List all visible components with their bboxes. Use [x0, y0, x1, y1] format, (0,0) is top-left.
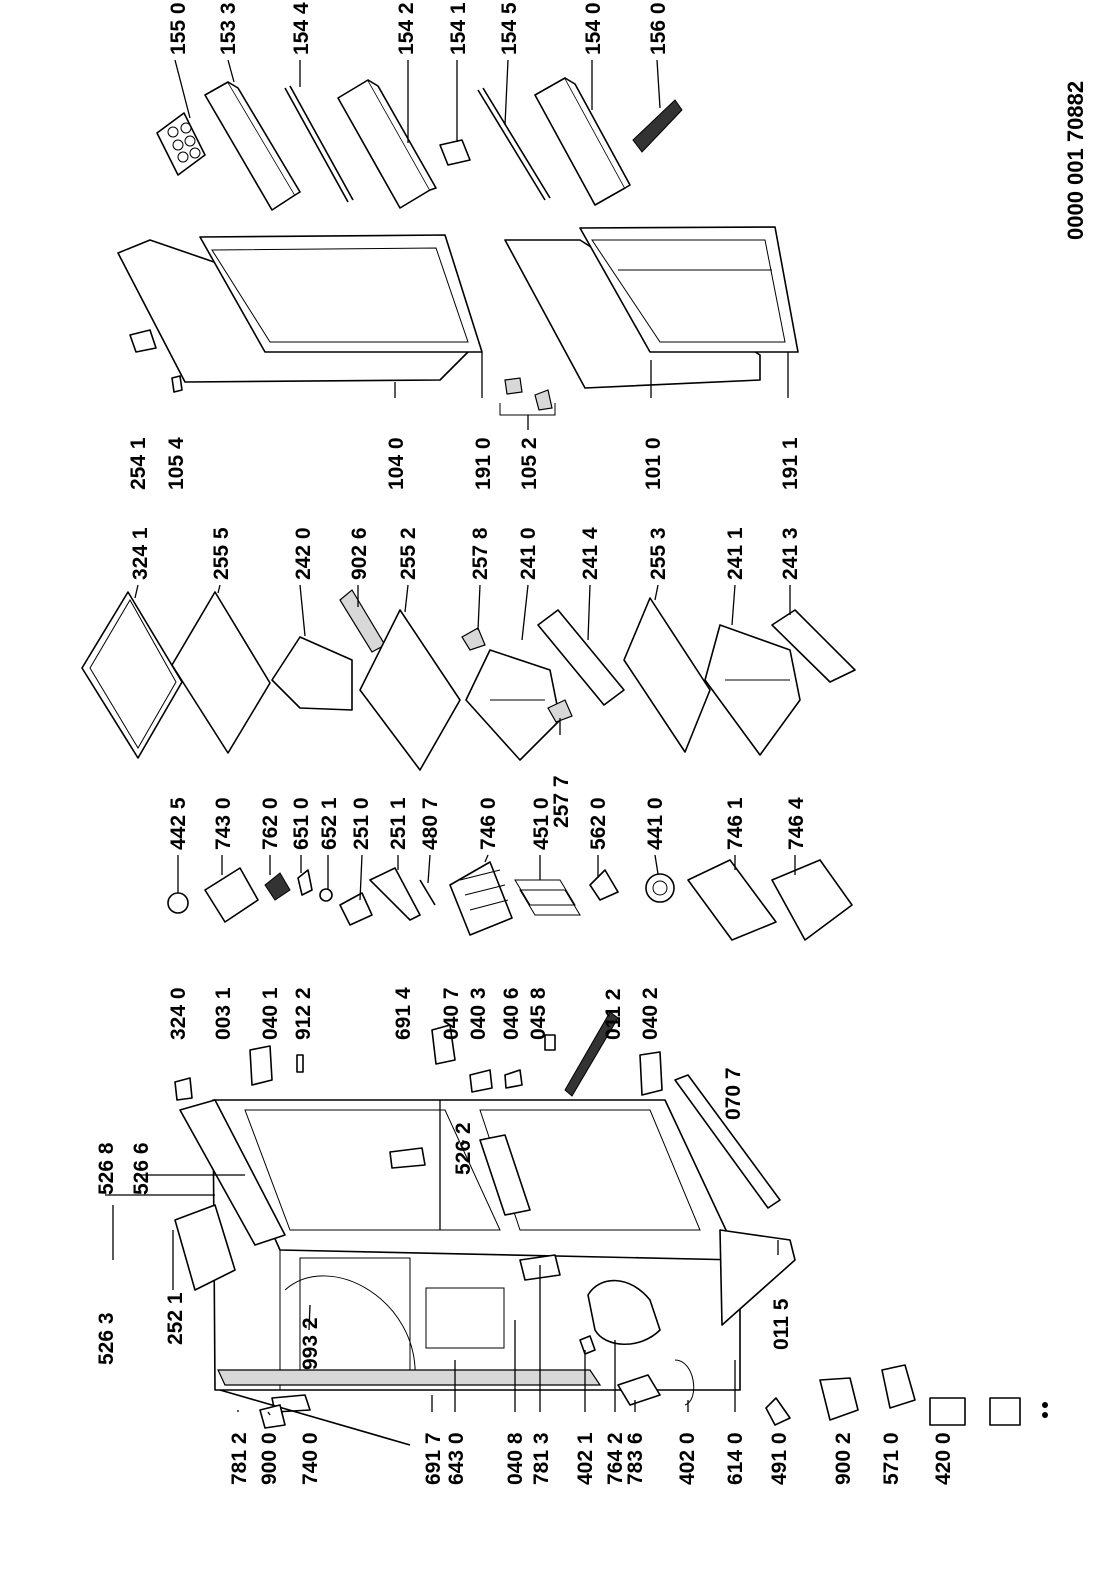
part-label: 070 7	[722, 1067, 745, 1120]
part-label: 104 0	[385, 437, 408, 490]
part-label: 526 6	[130, 1142, 153, 1195]
part-label: 191 1	[779, 437, 802, 490]
part-label: 526 3	[95, 1312, 118, 1365]
part-label: 491 0	[768, 1432, 791, 1485]
part-label: 746 0	[477, 797, 500, 850]
part-label: 740 0	[299, 1432, 322, 1485]
part-label: 101 0	[642, 437, 665, 490]
bottle-clip-part	[439, 60, 471, 166]
controls-group	[167, 854, 853, 941]
door-balcony-bottom-part	[534, 60, 631, 206]
part-label: 241 1	[724, 527, 747, 580]
part-label: 562 0	[587, 797, 610, 850]
part-label: 420 0	[932, 1432, 955, 1485]
part-label: 691 4	[392, 987, 415, 1040]
part-label: 155 0	[167, 2, 190, 55]
part-label: 255 2	[397, 527, 420, 580]
part-label: 040 3	[467, 987, 490, 1040]
part-label: 154 4	[290, 2, 313, 55]
part-label: 241 3	[779, 527, 802, 580]
part-label: 040 1	[259, 987, 282, 1040]
part-label: 643 0	[445, 1432, 468, 1485]
doors-group	[117, 226, 799, 430]
part-label: 040 6	[500, 987, 523, 1040]
part-label: 526 8	[95, 1142, 118, 1195]
part-label: 242 0	[292, 527, 315, 580]
part-label: 251 1	[387, 797, 410, 850]
part-label: 257 7	[550, 775, 573, 828]
door-balcony-middle-part	[337, 60, 437, 209]
part-label: 154 1	[447, 2, 470, 55]
shelves-drawers-group	[81, 584, 856, 771]
part-label: 441 0	[644, 797, 667, 850]
part-label: 156 0	[647, 2, 670, 55]
part-label: 153 3	[217, 2, 240, 55]
part-label: 614 0	[724, 1432, 747, 1485]
part-label: 402 1	[574, 1432, 597, 1485]
part-label: 900 0	[258, 1432, 281, 1485]
part-label: 442 5	[167, 797, 190, 850]
part-label: 251 0	[350, 797, 373, 850]
part-label: 191 0	[472, 437, 495, 490]
part-label: 781 2	[228, 1432, 251, 1485]
part-label: 402 0	[676, 1432, 699, 1485]
part-label: 011 2	[602, 989, 625, 1040]
part-label: 040 7	[440, 987, 463, 1040]
document-number: 0000 001 70882	[1063, 81, 1088, 240]
part-label: 045 8	[527, 987, 550, 1040]
part-label: 743 0	[212, 797, 235, 850]
part-label: 254 1	[127, 437, 150, 490]
part-label: 902 6	[348, 527, 371, 580]
ice-tray-part	[632, 59, 683, 153]
part-label: 571 0	[880, 1432, 903, 1485]
part-label: 105 4	[165, 437, 188, 490]
part-label: 651 0	[290, 797, 313, 850]
part-label: 480 7	[419, 797, 442, 850]
part-label: 746 4	[785, 797, 808, 850]
part-label: 912 2	[292, 987, 315, 1040]
part-label: 040 8	[504, 1432, 527, 1485]
part-label: 154 5	[498, 2, 521, 55]
part-label: 003 1	[212, 987, 235, 1040]
part-label: 241 4	[579, 527, 602, 580]
part-label: 451 0	[530, 797, 553, 850]
part-labels: 155 0 153 3 154 4 154 2 154 1 154 5 154 …	[95, 2, 955, 1485]
part-label: 324 1	[129, 527, 152, 580]
part-label: 105 2	[518, 437, 541, 490]
part-label: 746 1	[724, 797, 747, 850]
part-label: 764 2	[604, 1432, 627, 1485]
part-label: 781 3	[530, 1432, 553, 1485]
bottle-retainer-rod-part	[284, 60, 354, 203]
part-label: 255 3	[647, 527, 670, 580]
door-balcony-small-part	[204, 59, 301, 211]
part-label: 993 2	[299, 1317, 322, 1370]
part-label: 154 0	[582, 2, 605, 55]
part-label: 783 6	[624, 1432, 647, 1485]
part-label: 762 0	[259, 797, 282, 850]
part-label: 324 0	[167, 987, 190, 1040]
part-label: 691 7	[422, 1432, 445, 1485]
bottle-retainer-rod-2-part	[477, 59, 551, 201]
part-label: 900 2	[832, 1432, 855, 1485]
part-label: 255 5	[210, 527, 233, 580]
part-label: 252 1	[164, 1292, 187, 1345]
part-label: 652 1	[318, 797, 341, 850]
part-label: 241 0	[517, 527, 540, 580]
part-label: 257 8	[469, 527, 492, 580]
part-label: 154 2	[395, 2, 418, 55]
part-label: 526 2	[452, 1122, 475, 1175]
egg-tray-part	[156, 59, 206, 176]
part-label: 011 5	[770, 1298, 793, 1350]
leader-lines	[105, 1140, 779, 1416]
cabinet-group	[174, 1011, 796, 1446]
door-accessories-group	[156, 59, 683, 211]
part-label: 040 2	[639, 987, 662, 1040]
